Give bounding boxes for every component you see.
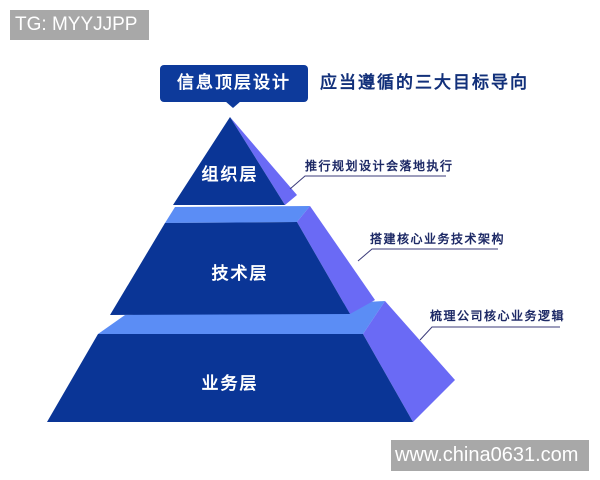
watermark-bottom: www.china0631.com — [391, 440, 589, 471]
note-organization: 推行规划设计会落地执行 — [305, 159, 454, 173]
note-business: 梳理公司核心业务逻辑 — [430, 309, 566, 323]
middle-tier-ledge — [165, 206, 310, 223]
bottom-tier-side — [363, 301, 455, 422]
watermark-top: TG: MYYJJPP — [10, 10, 149, 40]
layer-label-technology: 技术层 — [211, 264, 269, 284]
title-box: 信息顶层设计 — [160, 65, 308, 102]
top-tier-front — [173, 117, 285, 205]
bottom-tier-front — [47, 334, 413, 422]
callout-line-middle — [357, 248, 498, 262]
title-pointer — [225, 101, 241, 108]
middle-tier-side — [297, 206, 375, 314]
subtitle: 应当遵循的三大目标导向 — [320, 73, 529, 93]
callout-line-top — [289, 175, 446, 190]
top-tier-side — [230, 117, 297, 205]
layer-label-organization: 组织层 — [201, 165, 259, 185]
note-technology: 搭建核心业务技术架构 — [370, 232, 506, 246]
middle-tier-front — [110, 222, 350, 315]
layer-label-business: 业务层 — [201, 374, 259, 394]
callout-line-bottom — [419, 326, 560, 341]
